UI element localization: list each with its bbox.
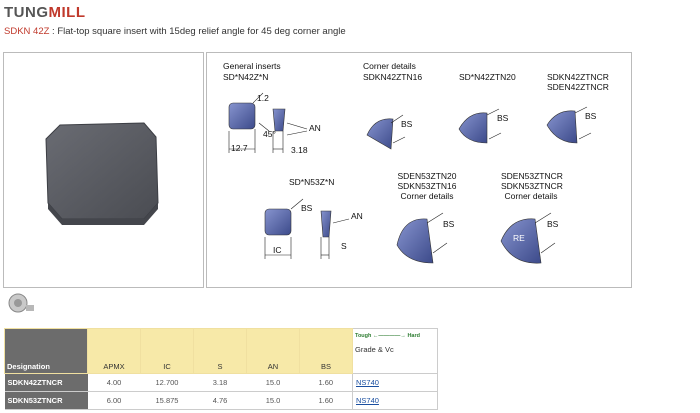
dim-bs-1: BS — [401, 119, 413, 129]
dim-45: 45° — [263, 129, 276, 139]
dim-3-18: 3.18 — [291, 145, 308, 155]
col-s: S — [193, 328, 247, 374]
n53-a2: SDKN53ZTN16 — [397, 181, 457, 191]
corner-code-c2: SDEN42ZTNCR — [547, 82, 609, 92]
grade-label: Grade & Vc — [355, 345, 394, 354]
insert-drawings — [228, 92, 592, 264]
corner-code-a: SDKN42ZTN16 — [363, 72, 423, 82]
table-row: SDKN53ZTNCR 6.00 15.875 4.76 15.0 1.60 N… — [4, 391, 438, 410]
cell-ic: 12.700 — [140, 373, 194, 392]
n53-a3: Corner details — [400, 191, 454, 201]
grade-link[interactable]: NS740 — [356, 378, 379, 387]
cell-apmx: 4.00 — [87, 373, 141, 392]
tungmill-logo: TUNGMILL — [4, 4, 86, 21]
cell-grade: NS740 — [352, 391, 438, 410]
corner-code-c1: SDKN42ZTNCR — [547, 72, 609, 82]
cell-bs: 1.60 — [299, 373, 353, 392]
cell-apmx: 6.00 — [87, 391, 141, 410]
corner-details-title: Corner details — [363, 61, 416, 71]
general-insert-code: SD*N42Z*N — [223, 72, 269, 82]
cell-s: 3.18 — [193, 373, 247, 392]
dim-bs-5: BS — [443, 219, 455, 229]
corner-code-b: SD*N42ZTN20 — [459, 72, 516, 82]
cell-an: 15.0 — [246, 373, 300, 392]
dim-s: S — [341, 241, 347, 251]
page-subtitle: SDKN 42Z : Flat-top square insert with 1… — [4, 26, 346, 37]
n53-code: SD*N53Z*N — [289, 177, 335, 187]
product-photo-panel — [3, 52, 204, 288]
dim-re: RE — [513, 233, 525, 243]
dim-an-2: AN — [351, 211, 363, 221]
n53-b3: Corner details — [504, 191, 558, 201]
n53-b1: SDEN53ZTNCR — [501, 171, 563, 181]
cell-designation: SDKN53ZTNCR — [4, 391, 88, 410]
cutter-thumbnail-icon[interactable] — [4, 291, 36, 315]
cell-s: 4.76 — [193, 391, 247, 410]
grade-link[interactable]: NS740 — [356, 396, 379, 405]
cell-grade: NS740 — [352, 373, 438, 392]
col-grade: Tough ←————→ Hard Grade & Vc — [352, 328, 438, 374]
col-ic: IC — [140, 328, 194, 374]
cell-bs: 1.60 — [299, 391, 353, 410]
logo-part1: TUNG — [4, 4, 49, 21]
dim-bs-2: BS — [497, 113, 509, 123]
cell-designation: SDKN42ZTNCR — [4, 373, 88, 392]
table-header-row: Designation APMX IC S AN BS Tough ←————→… — [4, 328, 438, 374]
dim-12-7: 12.7 — [231, 143, 248, 153]
cell-ic: 15.875 — [140, 391, 194, 410]
col-bs: BS — [299, 328, 353, 374]
dim-1-2: 1.2 — [257, 93, 269, 103]
technical-diagram-panel: General inserts SD*N42Z*N Corner details… — [206, 52, 632, 288]
col-apmx: APMX — [87, 328, 141, 374]
dim-bs-6: BS — [547, 219, 559, 229]
dim-bs-3: BS — [585, 111, 597, 121]
logo-part2: MILL — [48, 4, 86, 21]
dim-ic: IC — [273, 245, 282, 255]
specs-table: Designation APMX IC S AN BS Tough ←————→… — [4, 328, 438, 410]
n53-b2: SDKN53ZTNCR — [501, 181, 563, 191]
subtitle-text: : Flat-top square insert with 15deg reli… — [49, 26, 346, 37]
col-designation: Designation — [4, 328, 88, 374]
subtitle-code: SDKN 42Z — [4, 26, 50, 37]
insert-photo — [45, 122, 159, 225]
cell-an: 15.0 — [246, 391, 300, 410]
n53-a1: SDEN53ZTN20 — [397, 171, 457, 181]
tough-hard-scale: Tough ←————→ Hard — [355, 333, 420, 339]
table-row: SDKN42ZTNCR 4.00 12.700 3.18 15.0 1.60 N… — [4, 373, 438, 392]
dim-an-1: AN — [309, 123, 321, 133]
dim-bs-4: BS — [301, 203, 313, 213]
general-inserts-title: General inserts — [223, 61, 281, 71]
col-an: AN — [246, 328, 300, 374]
